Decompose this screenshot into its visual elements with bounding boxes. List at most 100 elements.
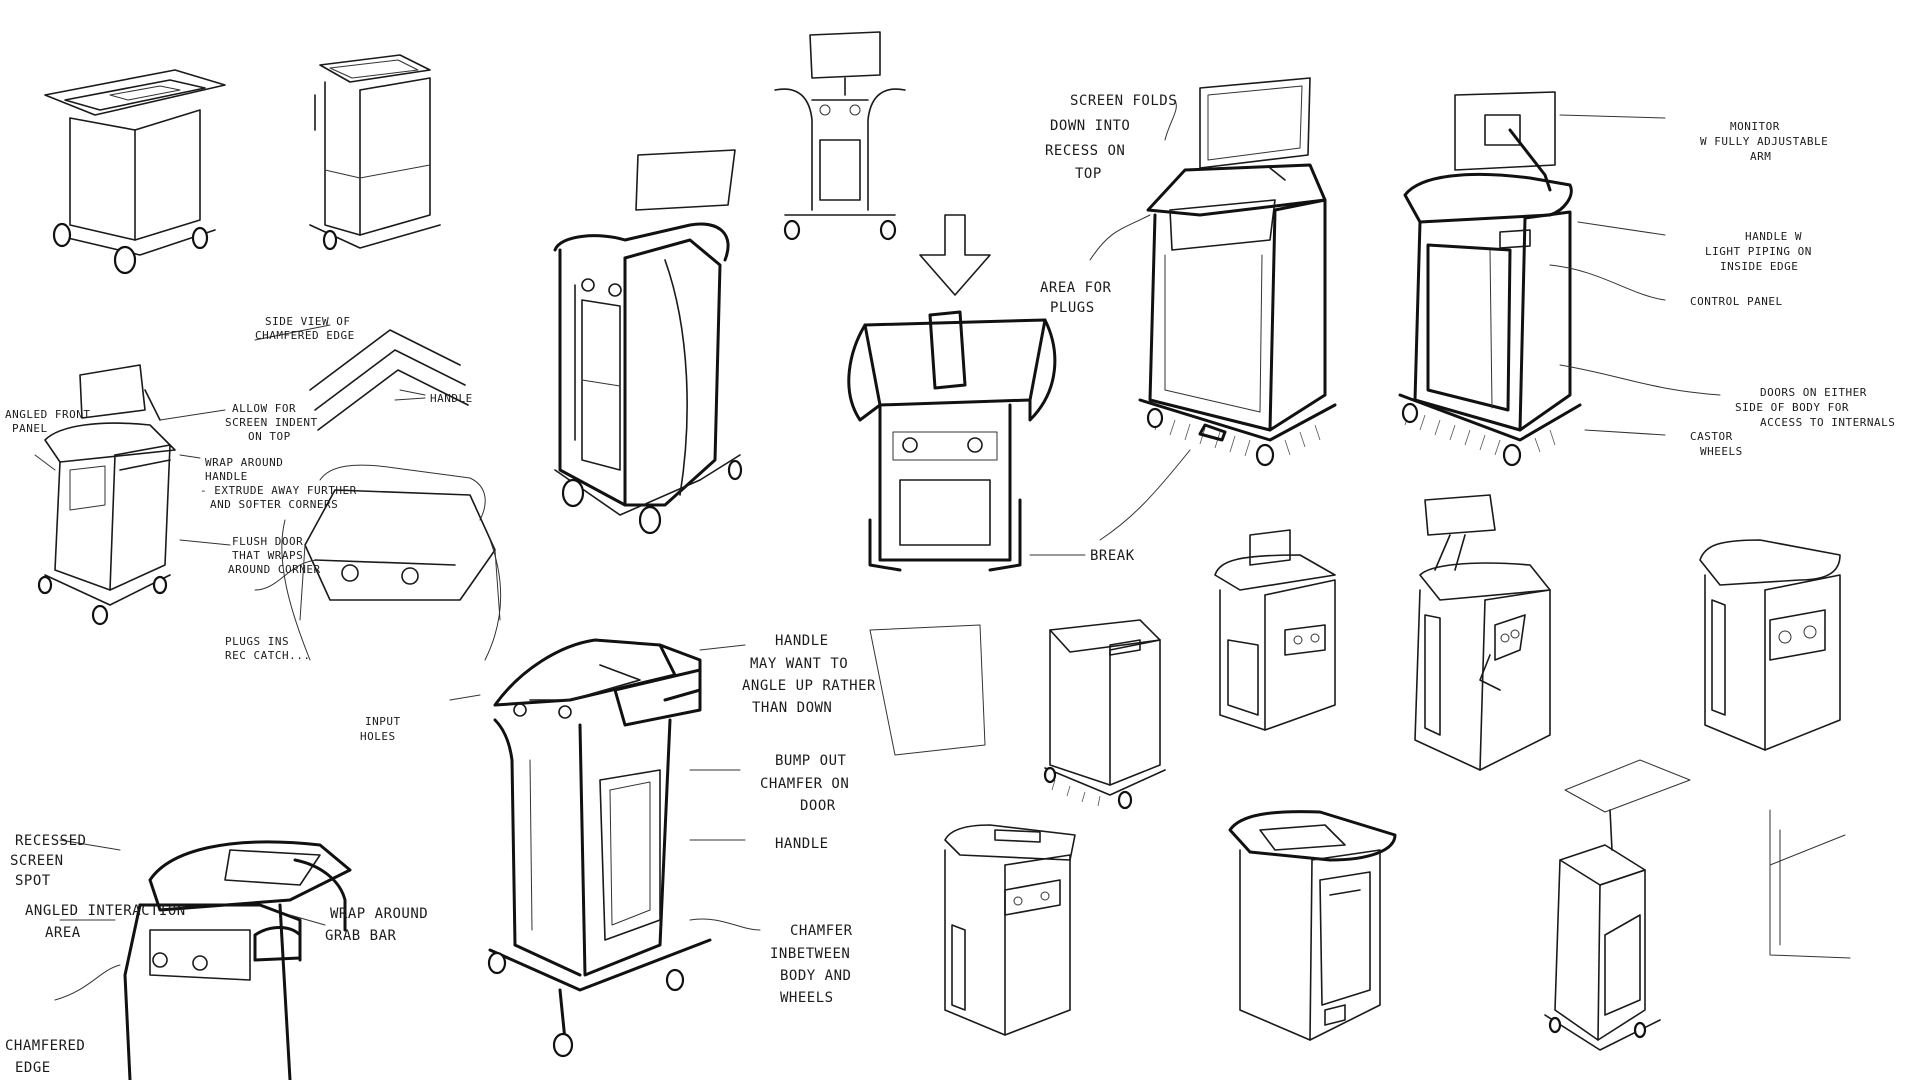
svg-text:SIDE VIEW OF: SIDE VIEW OF [265, 315, 350, 328]
svg-text:HANDLE W: HANDLE W [1745, 230, 1802, 243]
annotation-handle-light: HANDLE W LIGHT PIPING ON INSIDE EDGE [1705, 230, 1812, 273]
annotation-line: AND SOFTER CORNERS [210, 498, 338, 511]
leader-lines [34, 99, 1721, 1001]
annotation-line: MONITOR [1730, 120, 1780, 133]
sketch-chamfer-detail [309, 329, 469, 431]
annotation-line: SIDE VIEW OF [265, 315, 350, 328]
annotation-line: PLUGS [1050, 300, 1095, 316]
annotation-line: BUMP OUT [775, 753, 847, 769]
sketch-cart-tall-box [309, 54, 441, 251]
svg-text:ANGLE UP RATHER: ANGLE UP RATHER [742, 678, 876, 694]
annotation-line: THAT WRAPS [232, 549, 303, 562]
sketch-top-closeup [281, 464, 502, 661]
annotation-line: ON TOP [248, 430, 291, 443]
annotation-handle-small: HANDLE [430, 392, 473, 405]
annotation-line: INBETWEEN [770, 946, 850, 962]
sketch-cart-block-front [847, 310, 1057, 572]
annotation-chamfered-edge: CHAMFERED EDGE [5, 1038, 85, 1076]
annotation-line: FLUSH DOOR [232, 535, 303, 548]
svg-text:ACCESS TO INTERNALS: ACCESS TO INTERNALS [1760, 416, 1895, 429]
annotation-line: ACCESS TO INTERNALS [1760, 416, 1895, 429]
annotation-line: SIDE OF BODY FOR [1735, 401, 1849, 414]
svg-text:WHEELS: WHEELS [1700, 445, 1743, 458]
sketch-box-lid-handle [1228, 810, 1397, 1041]
annotation-line: BODY AND [780, 968, 851, 984]
annotation-line: AREA [45, 925, 81, 941]
svg-text:MAY WANT TO: MAY WANT TO [750, 656, 848, 672]
sketch-box-rounded [944, 824, 1076, 1036]
annotation-line: LIGHT PIPING ON [1705, 245, 1812, 258]
svg-text:THAT WRAPS: THAT WRAPS [232, 549, 303, 562]
annotation-area-plugs: AREA FOR PLUGS [1040, 280, 1112, 316]
svg-text:HANDLE: HANDLE [775, 633, 829, 649]
annotation-line: PLUGS INS [225, 635, 289, 648]
annotation-line: CASTOR [1690, 430, 1733, 443]
svg-text:CHAMFER ON: CHAMFER ON [760, 776, 849, 792]
annotation-line: AREA FOR [1040, 280, 1112, 296]
annotation-line: AROUND CORNER [228, 563, 321, 576]
svg-text:W FULLY ADJUSTABLE: W FULLY ADJUSTABLE [1700, 135, 1828, 148]
svg-text:PANEL: PANEL [12, 422, 48, 435]
svg-text:SCREEN: SCREEN [10, 853, 64, 869]
annotation-chamfer: CHAMFER INBETWEEN BODY AND WHEELS [770, 923, 853, 1006]
sketch-small-frame [1769, 809, 1851, 959]
svg-text:THAN DOWN: THAN DOWN [752, 700, 832, 716]
sketch-blank-panel [869, 624, 986, 756]
svg-text:INSIDE EDGE: INSIDE EDGE [1720, 260, 1798, 273]
annotation-allow-screen: ALLOW FOR SCREEN INDENT ON TOP [225, 402, 318, 443]
annotation-line: HANDLE W [1745, 230, 1802, 243]
annotation-wrap-around-handle: WRAP AROUND HANDLE - EXTRUDE AWAY FURTHE… [200, 456, 356, 511]
svg-text:SCREEN FOLDS: SCREEN FOLDS [1070, 93, 1177, 109]
annotation-line: WRAP AROUND [330, 906, 428, 922]
annotation-line: PANEL [12, 422, 48, 435]
annotation-castor: CASTOR WHEELS [1690, 430, 1743, 458]
annotation-line: CHAMFER [790, 923, 853, 939]
annotation-line: CHAMFERED EDGE [255, 329, 355, 342]
annotation-wrap-grab: WRAP AROUND GRAB BAR [325, 906, 428, 944]
annotation-line: SCREEN [10, 853, 64, 869]
sketch-unit-monitor-arm [1398, 91, 1582, 467]
annotation-break: BREAK [1090, 548, 1135, 564]
svg-text:RECESSED: RECESSED [15, 833, 86, 849]
svg-text:DOWN INTO: DOWN INTO [1050, 118, 1130, 134]
annotation-handle-up: HANDLE MAY WANT TO ANGLE UP RATHER THAN … [742, 633, 876, 716]
sketch-cart-monitor-frame [774, 31, 906, 241]
annotation-line: W FULLY ADJUSTABLE [1700, 135, 1828, 148]
annotation-flush-door: FLUSH DOOR THAT WRAPS AROUND CORNER [228, 535, 321, 576]
annotation-line: ALLOW FOR [232, 402, 296, 415]
annotation-line: ARM [1750, 150, 1771, 163]
sketch-box-slim [1043, 619, 1166, 810]
annotation-line: INPUT [365, 715, 401, 728]
sketch-cart-main-front [553, 149, 743, 535]
annotation-angled-front: ANGLED FRONT PANEL [5, 408, 90, 435]
sketch-cart-grab-bar [123, 840, 352, 1080]
annotation-line: ANGLE UP RATHER [742, 678, 876, 694]
svg-text:ANGLED INTERACTION: ANGLED INTERACTION [25, 903, 186, 919]
svg-text:HOLES: HOLES [360, 730, 396, 743]
svg-text:AROUND CORNER: AROUND CORNER [228, 563, 321, 576]
annotation-line: THAN DOWN [752, 700, 832, 716]
annotation-monitor: MONITOR W FULLY ADJUSTABLE ARM [1700, 120, 1828, 163]
annotation-recessed: RECESSED SCREEN SPOT [10, 833, 86, 889]
annotation-line: HOLES [360, 730, 396, 743]
svg-text:CHAMFERED: CHAMFERED [5, 1038, 85, 1054]
annotation-line: RECESSED [15, 833, 86, 849]
annotation-input-holes: INPUT HOLES [360, 715, 401, 743]
annotation-bump-out: BUMP OUT CHAMFER ON DOOR [760, 753, 849, 814]
svg-text:ANGLED FRONT: ANGLED FRONT [5, 408, 90, 421]
svg-text:BUMP OUT: BUMP OUT [775, 753, 847, 769]
annotation-line: SCREEN FOLDS [1070, 93, 1177, 109]
annotation-line: HANDLE [775, 633, 829, 649]
svg-text:DOOR: DOOR [800, 798, 836, 814]
svg-text:SCREEN INDENT: SCREEN INDENT [225, 416, 318, 429]
annotation-handle-mid: HANDLE [775, 836, 829, 852]
svg-text:INBETWEEN: INBETWEEN [770, 946, 850, 962]
annotation-line: CHAMFERED [5, 1038, 85, 1054]
svg-text:LIGHT PIPING ON: LIGHT PIPING ON [1705, 245, 1812, 258]
annotation-side-view: SIDE VIEW OF CHAMFERED EDGE [255, 315, 355, 342]
svg-text:AREA: AREA [45, 925, 81, 941]
sketch-tower-angled-screen [1544, 759, 1691, 1051]
annotation-line: EDGE [15, 1060, 51, 1076]
annotation-line: GRAB BAR [325, 928, 397, 944]
